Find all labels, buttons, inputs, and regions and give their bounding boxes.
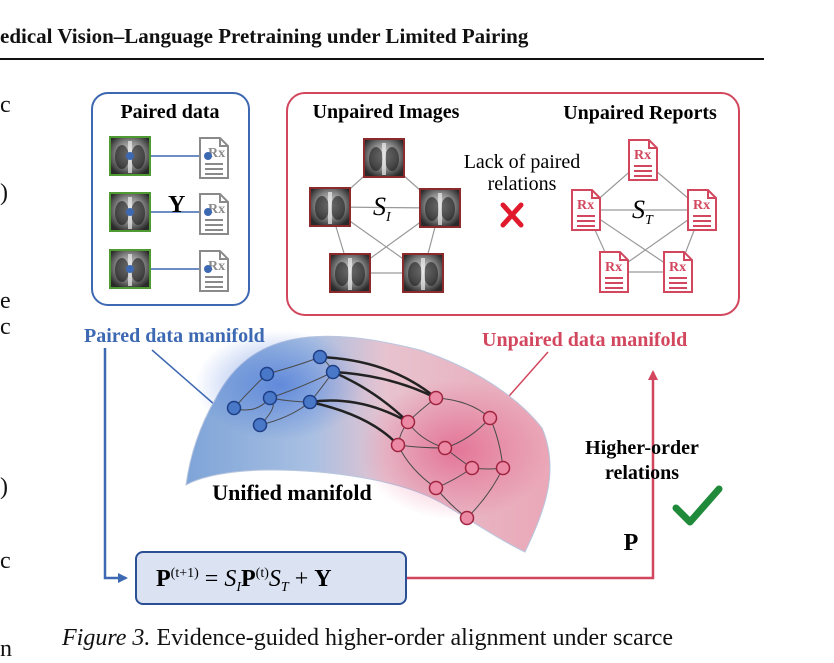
image-similarity-si: SI [373,192,392,225]
alignment-matrix-p: P [624,530,639,556]
manifold-alignment-edges [309,355,437,446]
paired-manifold-label: Paired data manifold [84,325,265,347]
margin-glyph: c [0,548,11,574]
caption-text: Evidence-guided higher-order alignment u… [150,625,674,651]
lack-of-pairs-line2: relations [488,173,557,195]
equation-to-unpaired-arrow [406,370,658,580]
svg-text:Rx: Rx [577,198,594,213]
caption-label: Figure 3. [62,625,151,651]
running-head: edical Vision–Language Pretraining under… [0,24,529,48]
svg-text:Rx: Rx [605,260,622,275]
unpaired-images-title: Unpaired Images [313,101,460,123]
propagation-equation-box [135,551,407,605]
margin-glyph: n [0,636,12,662]
svg-text:Rx: Rx [208,146,225,161]
paired-to-equation-arrow [103,348,128,583]
paired-xray-image [109,192,151,232]
header-rule [0,58,764,60]
unified-manifold-label: Unified manifold [212,480,372,505]
unpaired-manifold-label: Unpaired data manifold [482,329,687,351]
cross-icon [500,202,524,228]
svg-text:Rx: Rx [634,148,651,163]
paired-report-doc: Rx [199,193,229,235]
propagation-equation: P(t+1) = SIP(t)ST + Y [156,566,332,595]
paired-report-doc: Rx [199,250,229,292]
paired-xray-image [109,249,151,289]
figure-caption: Figure 3. Evidence-guided higher-order a… [62,625,673,652]
margin-glyph: ) [0,180,8,206]
margin-glyph: ) [0,474,8,500]
svg-text:Rx: Rx [669,260,686,275]
margin-glyph: c [0,92,11,118]
higher-order-line1: Higher-order [585,437,699,459]
margin-glyph: e [0,288,11,314]
paired-manifold-nodes [226,349,341,433]
check-icon [672,485,723,526]
unpaired-xray-images [309,138,461,293]
higher-order-line2: relations [605,462,679,484]
unpaired-report-docs: Rx Rx Rx Rx Rx [571,139,717,293]
pairing-matrix-y: Y [168,192,185,218]
paired-pairs: Rx Rx Rx [109,136,229,292]
paired-data-title: Paired data [120,101,219,123]
svg-text:Rx: Rx [208,202,225,217]
lack-of-pairs-line1: Lack of paired [464,151,581,173]
paired-xray-image [109,136,151,176]
svg-text:Rx: Rx [693,198,710,213]
unpaired-data-box [286,92,740,316]
svg-text:Rx: Rx [208,259,225,274]
paired-data-box [91,92,250,306]
unpaired-manifold-nodes [390,390,511,526]
paired-report-doc: Rx [199,137,229,179]
report-similarity-st: ST [632,195,654,228]
unpaired-reports-title: Unpaired Reports [563,102,717,124]
margin-glyph: c [0,314,11,340]
